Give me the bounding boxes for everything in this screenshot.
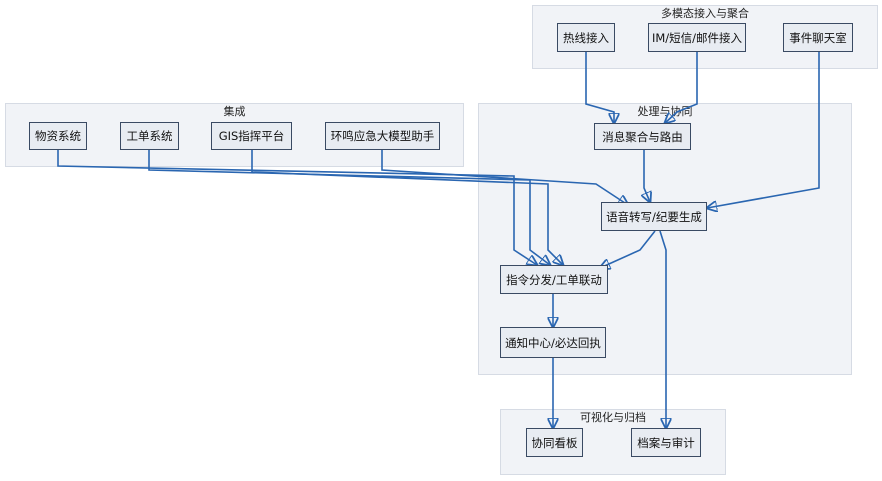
node-assistant[interactable]: 环鸣应急大模型助手 xyxy=(325,122,440,150)
node-hotline[interactable]: 热线接入 xyxy=(557,23,615,52)
edge-supplies-dispatch xyxy=(57,150,537,265)
node-notify[interactable]: 通知中心/必达回执 xyxy=(500,327,606,358)
node-transcribe[interactable]: 语音转写/纪要生成 xyxy=(601,202,707,231)
node-dispatch[interactable]: 指令分发/工单联动 xyxy=(500,265,608,294)
group-integration-title: 集成 xyxy=(223,105,246,118)
node-im[interactable]: IM/短信/邮件接入 xyxy=(648,23,746,52)
edge-hotline-router xyxy=(585,52,614,123)
group-visualization-title: 可视化与归档 xyxy=(580,411,646,424)
node-router[interactable]: 消息聚合与路由 xyxy=(594,123,691,150)
group-access-title: 多模态接入与聚合 xyxy=(661,7,749,20)
edge-gis-dispatch xyxy=(251,150,563,265)
node-archive[interactable]: 档案与审计 xyxy=(631,428,701,457)
edge-chatroom-transcribe xyxy=(707,52,820,208)
edge-transcribe-archive xyxy=(659,230,666,428)
node-workorder[interactable]: 工单系统 xyxy=(120,122,179,150)
node-chatroom[interactable]: 事件聊天室 xyxy=(783,23,853,52)
node-board[interactable]: 协同看板 xyxy=(526,428,583,457)
edge-workorder-dispatch xyxy=(148,150,550,265)
node-supplies[interactable]: 物资系统 xyxy=(29,122,87,150)
edge-transcribe-dispatch xyxy=(600,230,656,268)
node-gis[interactable]: GIS指挥平台 xyxy=(211,122,292,150)
edge-assistant-transcribe xyxy=(381,150,628,205)
edge-im-router xyxy=(665,52,698,123)
edge-router-transcribe xyxy=(644,150,650,202)
group-processing-title: 处理与协同 xyxy=(637,105,693,118)
